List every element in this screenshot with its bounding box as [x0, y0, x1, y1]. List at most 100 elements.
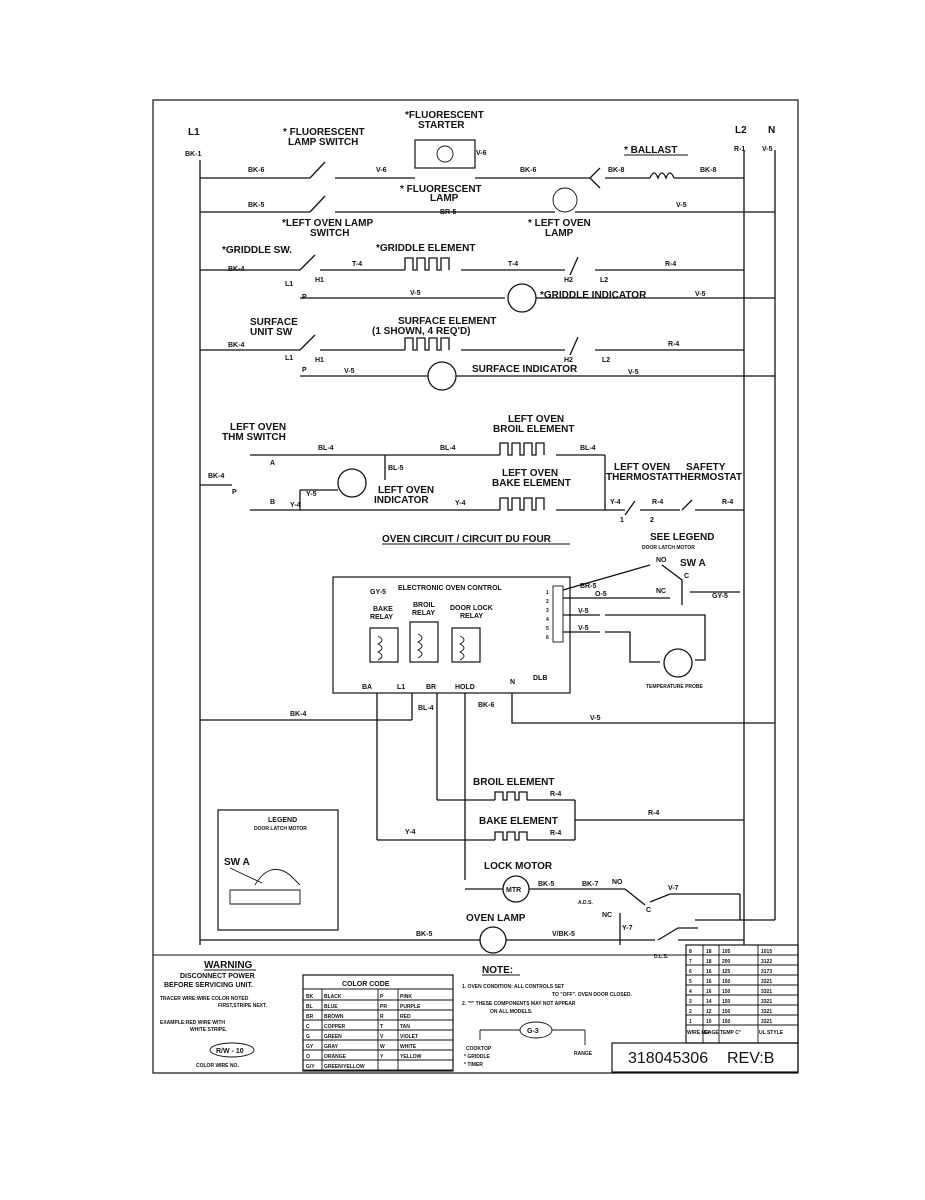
- example-code: R/W - 10: [216, 1048, 244, 1055]
- svg-text:GY-5: GY-5: [712, 593, 728, 600]
- label-ballast: * BALLAST: [624, 145, 677, 156]
- part-number: 318045306: [628, 1050, 708, 1067]
- wire-spec-cell: 10: [706, 1019, 712, 1025]
- wire-spec-cell: 3321: [761, 999, 772, 1005]
- svg-text:L1: L1: [285, 355, 293, 362]
- svg-text:G-3: G-3: [527, 1028, 539, 1035]
- oven-lamp: [479, 926, 507, 954]
- wire-spec-cell: 125: [722, 969, 731, 975]
- svg-text:H2: H2: [564, 277, 573, 284]
- revision: REV:B: [727, 1050, 774, 1067]
- svg-text:NO: NO: [656, 557, 667, 564]
- svg-text:O-5: O-5: [595, 591, 607, 598]
- fl-starter-box: [414, 139, 476, 169]
- header-n: N: [768, 125, 775, 136]
- broil-relay: [409, 621, 439, 663]
- wire-bk8: BK-8: [608, 167, 624, 174]
- note-title: NOTE:: [482, 965, 513, 976]
- svg-text:R-4: R-4: [648, 810, 659, 817]
- svg-text:Y-4: Y-4: [455, 500, 466, 507]
- wire-spec-cell: 1: [689, 1019, 692, 1025]
- wire-bk1: BK-1: [185, 151, 201, 158]
- color-code-name: BLACK: [324, 994, 342, 1000]
- svg-text:MTR: MTR: [506, 887, 521, 894]
- color-code-abbr: BL: [306, 1004, 313, 1010]
- color-code-abbr: GY: [306, 1044, 314, 1050]
- wire-v5-r2: V-5: [676, 202, 687, 209]
- color-code-name: PINK: [400, 994, 412, 1000]
- wire-spec-cell: 3321: [761, 979, 772, 985]
- wire-t4-a: T-4: [352, 261, 362, 268]
- wire-bk6-b: BK-6: [520, 167, 536, 174]
- svg-text:Y-7: Y-7: [622, 925, 633, 932]
- color-code-abbr: BR: [306, 1014, 314, 1020]
- svg-text:BK-5: BK-5: [538, 881, 554, 888]
- color-code-abbr: G: [306, 1034, 310, 1040]
- svg-text:4: 4: [546, 617, 549, 623]
- svg-text:3: 3: [546, 608, 549, 614]
- svg-text:BK-6: BK-6: [478, 702, 494, 709]
- wire-spec-cell: 2: [689, 1009, 692, 1015]
- example-code-badge: [209, 1042, 255, 1058]
- ballast-coil: [649, 172, 675, 180]
- wire-spec-cell: 200: [722, 959, 731, 965]
- wire-spec-cell: 150: [722, 989, 731, 995]
- wire-spec-cell: 6: [689, 969, 692, 975]
- wire-bk8-b: BK-8: [700, 167, 716, 174]
- wire-spec-cell: 150: [722, 1009, 731, 1015]
- griddle-indicator-lamp: [507, 283, 537, 313]
- svg-text:V-5: V-5: [590, 715, 601, 722]
- color-code-name: VIOLET: [400, 1034, 418, 1040]
- color-code-name: COPPER: [324, 1024, 346, 1030]
- svg-text:2: 2: [546, 599, 549, 605]
- legend-title: LEGEND: [268, 817, 297, 824]
- svg-text:BK-5: BK-5: [416, 931, 432, 938]
- temperature-probe: [663, 648, 693, 678]
- svg-text:BL-4: BL-4: [418, 705, 434, 712]
- warning-title: WARNING: [204, 960, 253, 971]
- svg-text:V-5: V-5: [578, 625, 589, 632]
- svg-text:B: B: [270, 499, 275, 506]
- wire-spec-cell: 3122: [761, 959, 772, 965]
- wire-v5-n: V-5: [762, 146, 773, 153]
- svg-text:BK-4: BK-4: [290, 711, 306, 718]
- label-griddle-note: * GRIDDLE: [464, 1054, 491, 1060]
- label-griddle-element: *GRIDDLE ELEMENT: [376, 243, 475, 254]
- svg-text:6: 6: [546, 635, 549, 641]
- wire-spec-cell: 7: [689, 959, 692, 965]
- label-surface-element: SURFACE ELEMENT(1 SHOWN, 4 REQ'D): [372, 316, 496, 337]
- color-code-abbr: PR: [380, 1004, 387, 1010]
- wire-spec-cell: 16: [706, 989, 712, 995]
- svg-text:GY-5: GY-5: [370, 589, 386, 596]
- wire-spec-header: WIRE NO: [687, 1030, 709, 1036]
- label-lock-motor: LOCK MOTOR: [484, 861, 553, 872]
- svg-text:1: 1: [620, 517, 624, 524]
- wire-v6-b: V-6: [476, 150, 487, 157]
- oven-circuit-title: OVEN CIRCUIT / CIRCUIT DU FOUR: [382, 534, 552, 545]
- color-code-abbr: V: [380, 1034, 384, 1040]
- svg-text:1: 1: [546, 590, 549, 596]
- label-sw-a: SW A: [680, 558, 706, 569]
- wire-bk6: BK-6: [248, 167, 264, 174]
- svg-text:V-5: V-5: [410, 290, 421, 297]
- svg-text:NC: NC: [656, 588, 666, 595]
- svg-text:V-5: V-5: [695, 291, 706, 298]
- svg-text:L2: L2: [600, 277, 608, 284]
- wire-spec-cell: 5: [689, 979, 692, 985]
- color-code-abbr: G/Y: [306, 1064, 315, 1070]
- wire-spec-cell: 18: [706, 949, 712, 955]
- svg-text:L2: L2: [602, 357, 610, 364]
- wire-t4-b: T-4: [508, 261, 518, 268]
- svg-text:D.L.S.: D.L.S.: [654, 954, 669, 960]
